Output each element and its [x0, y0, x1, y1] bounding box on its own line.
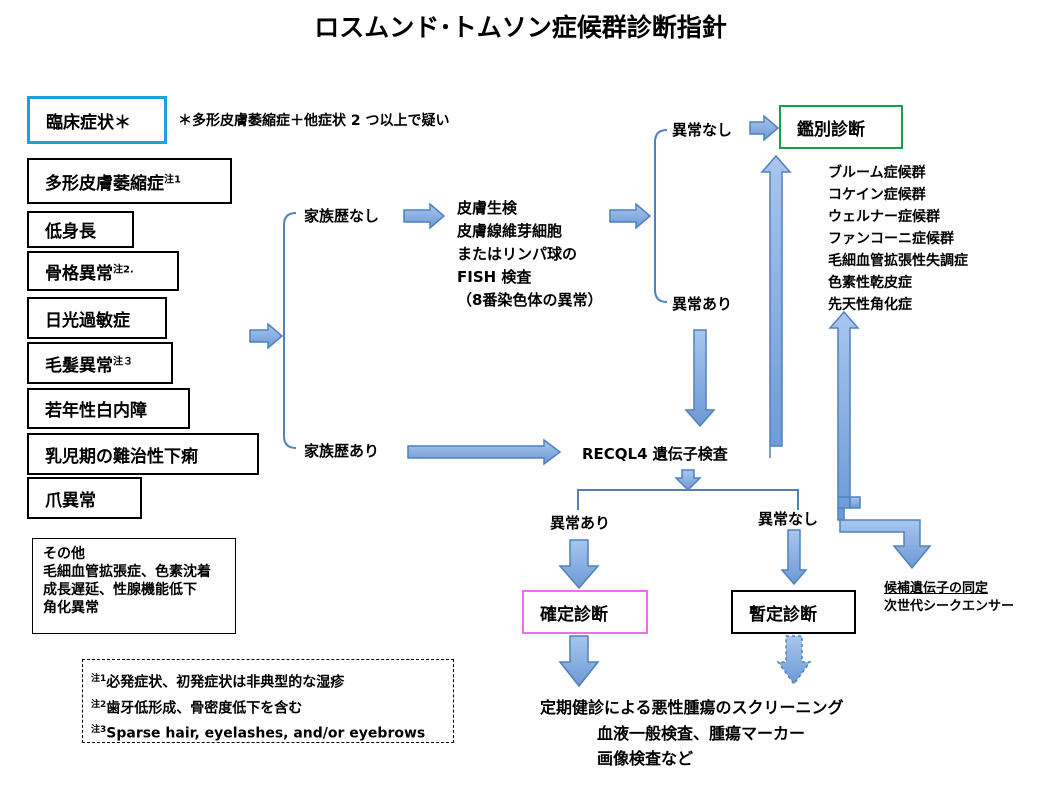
- arrow-family-none-to-fish: [403, 202, 446, 230]
- candidate-line: 次世代シークエンサー: [884, 599, 1015, 614]
- other-symptoms-line: 角化異常: [43, 600, 99, 616]
- differential-item: コケイン症候群: [828, 187, 926, 203]
- arrow-family-present-to-gene: [407, 438, 562, 466]
- symptom-label: 乳児期の難治性下痢: [45, 446, 198, 467]
- candidate-gene-text: 候補遺伝子の同定 次世代シークエンサー: [884, 580, 1014, 616]
- symptom-box: 爪異常: [27, 477, 142, 519]
- gene-test-label: RECQL4 遺伝子検査: [582, 445, 728, 463]
- arrow-fish-to-results: [609, 202, 652, 230]
- clinical-note: ＊多形皮膚萎縮症＋他症状 2 つ以上で疑い: [178, 113, 450, 129]
- differential-item: ファンコーニ症候群: [828, 231, 954, 247]
- fish-test-text: 皮膚生検 皮膚線維芽細胞 またはリンパ球の FISH 検査 （8番染色体の異常）: [457, 197, 602, 312]
- arrow-symptoms-to-family: [249, 322, 284, 350]
- other-symptoms-line: その他: [43, 546, 85, 562]
- other-symptoms-line: 成長遅延、性腺機能低下: [43, 582, 197, 598]
- symptom-box: 低身長: [27, 211, 134, 248]
- symptom-label: 若年性白内障: [45, 401, 147, 421]
- provisional-dx-label: 暫定診断: [749, 604, 817, 625]
- symptom-box: 多形皮膚萎縮症注1: [27, 158, 232, 204]
- fish-test-line: （8番染色体の異常）: [457, 291, 603, 309]
- symptom-box: 若年性白内障: [27, 388, 190, 429]
- differential-item: ブルーム症候群: [828, 165, 926, 181]
- family-none-label: 家族歴なし: [304, 207, 380, 225]
- arrow-normal-to-differential-tail: [838, 496, 861, 509]
- followup-line: 定期健診による悪性腫瘍のスクリーニング: [540, 698, 844, 717]
- page-title: ロスムンド･トムソン症候群診断指針: [314, 13, 727, 42]
- clinical-header: 臨床症状＊: [27, 96, 167, 144]
- other-symptoms-box: その他 毛細血管拡張症、色素沈着 成長遅延、性腺機能低下 角化異常: [32, 538, 236, 634]
- gene-normal-label: 異常なし: [758, 510, 819, 528]
- family-bracket: [283, 212, 297, 449]
- differential-header-label: 鑑別診断: [797, 119, 865, 140]
- symptom-label: 日光過敏症: [45, 310, 130, 331]
- arrow-abnormal-to-definite: [558, 539, 600, 590]
- symptom-label: 低身長: [45, 222, 96, 242]
- family-present-label: 家族歴あり: [304, 442, 380, 460]
- fish-test-line: FISH 検査: [457, 268, 532, 286]
- arrow-normal-to-provisional: [780, 529, 808, 586]
- differential-item: 毛細血管拡張性失調症: [828, 253, 968, 269]
- differential-item: 色素性乾皮症: [828, 275, 912, 291]
- arrow-fish-abnormal-to-gene: [684, 329, 716, 428]
- footnotes-box: 注1必発症状、初発症状は非典型的な湿疹 注2歯牙低形成、骨密度低下を含む 注3S…: [82, 659, 454, 743]
- differential-list: ブルーム症候群 コケイン症候群 ウェルナー症候群 ファンコーニ症候群 毛細血管拡…: [828, 162, 968, 316]
- provisional-dx-box: 暫定診断: [731, 590, 856, 634]
- fish-abnormal-label: 異常あり: [672, 295, 733, 313]
- fish-bracket: [654, 129, 668, 303]
- arrow-normal-to-candidate: [839, 519, 932, 570]
- differential-header-box: 鑑別診断: [779, 105, 903, 149]
- differential-item: 先天性角化症: [828, 297, 912, 313]
- definite-dx-label: 確定診断: [540, 604, 608, 625]
- arrow-gene-to-results: [674, 469, 702, 492]
- symptom-label: 爪異常: [45, 490, 96, 511]
- definite-dx-box: 確定診断: [522, 590, 648, 634]
- symptom-box: 乳児期の難治性下痢: [27, 433, 259, 475]
- gene-abnormal-label: 異常あり: [550, 514, 611, 532]
- arrow-normal-to-differential: [828, 310, 860, 521]
- arrow-definite-to-followup: [558, 635, 600, 688]
- footnote: 注1必発症状、初発症状は非典型的な湿疹: [91, 674, 345, 691]
- footnote: 注3Sparse hair, eyelashes, and/or eyebrow…: [91, 725, 426, 742]
- symptom-box: 毛髪異常注３: [27, 342, 173, 384]
- gene-bracket: [577, 489, 799, 510]
- footnote: 注2歯牙低形成、骨密度低下を含む: [91, 699, 303, 717]
- symptom-box: 日光過敏症: [27, 297, 167, 339]
- fish-test-line: またはリンパ球の: [457, 245, 578, 263]
- arrow-gene-to-differential: [760, 154, 792, 458]
- arrow-provisional-to-followup: [776, 635, 812, 686]
- symptom-label: 多形皮膚萎縮症注1: [45, 173, 181, 194]
- symptom-label: 骨格異常注2.: [45, 263, 134, 284]
- other-symptoms-line: 毛細血管拡張症、色素沈着: [43, 564, 211, 580]
- fish-normal-label: 異常なし: [672, 121, 733, 139]
- fish-test-line: 皮膚生検: [457, 199, 518, 217]
- symptom-box: 骨格異常注2.: [27, 251, 179, 291]
- followup-line: 血液一般検査、腫瘍マーカー: [597, 724, 806, 743]
- candidate-line: 候補遺伝子の同定: [884, 581, 989, 596]
- fish-test-line: 皮膚線維芽細胞: [457, 222, 563, 240]
- differential-item: ウェルナー症候群: [828, 209, 940, 225]
- arrow-fish-normal-to-differential: [749, 114, 780, 142]
- clinical-header-label: 臨床症状＊: [46, 112, 131, 133]
- symptom-label: 毛髪異常注３: [45, 355, 133, 376]
- followup-line: 画像検査など: [597, 749, 694, 768]
